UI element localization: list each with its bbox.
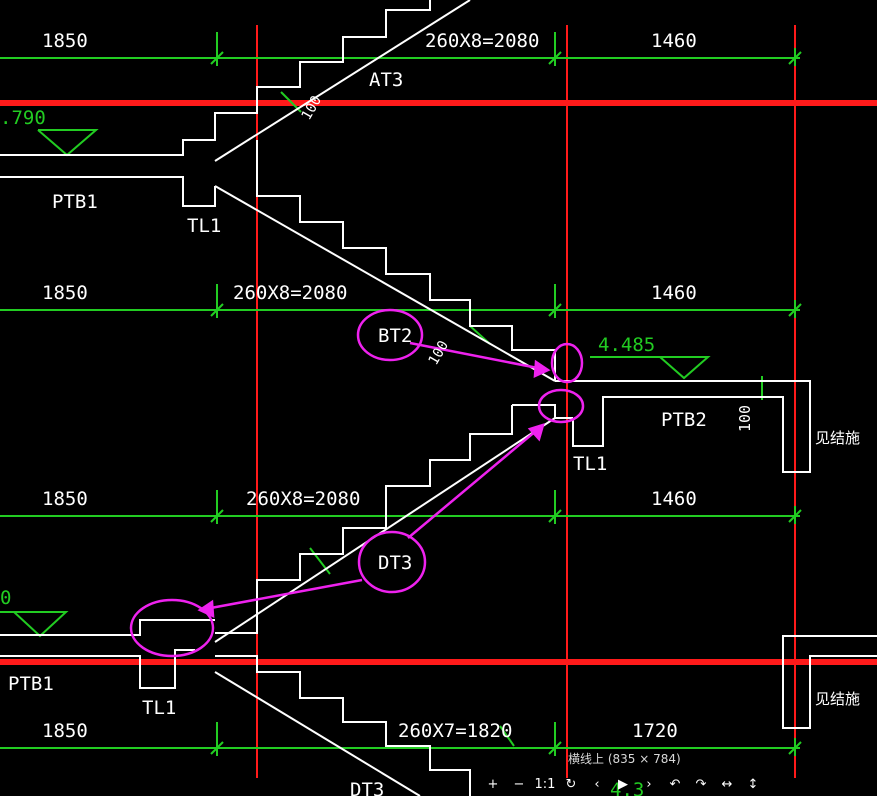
label-tl1-mid: TL1 — [573, 453, 607, 475]
thickness-text-a: 100 — [299, 93, 326, 123]
dim-text-4-3: 1720 — [632, 720, 678, 742]
actual-size-button[interactable]: 1:1 — [534, 776, 556, 792]
reset-button[interactable]: ↻ — [565, 776, 577, 792]
thickness-text-b: 100 — [426, 338, 453, 368]
axis-lines — [0, 25, 877, 778]
arrowhead-dt3-up — [527, 423, 545, 442]
dim-text-3-3: 1460 — [651, 488, 697, 510]
label-ptb1-bottom: PTB1 — [8, 673, 54, 695]
viewer-dimension-label: 横线上 (835 × 784) — [568, 752, 681, 766]
label-see-detail-2: 见结施 — [815, 690, 860, 708]
label-bt2: BT2 — [378, 325, 412, 347]
thickness-text-100: 100 — [736, 405, 754, 432]
dim-text-3-1: 1850 — [42, 488, 88, 510]
callout-bt2-circle — [356, 308, 424, 362]
dim-text-2-2: 260X8=2080 — [233, 282, 347, 304]
dim-text-2-3: 1460 — [651, 282, 697, 304]
dim-text-1-1: 1850 — [42, 30, 88, 52]
dim-text-4-1: 1850 — [42, 720, 88, 742]
arrowhead-bt2 — [533, 359, 551, 379]
elevation-labels: .790 4.485 0 4.3 — [0, 107, 655, 796]
arrow-dt3-left — [199, 578, 363, 612]
image-viewer-overlay: 横线上 (835 × 784) + − 1:1 ↻ ‹ ▶ › ↶ ↷ ↔ ↕ — [0, 746, 877, 796]
play-button[interactable]: ▶ — [618, 776, 628, 792]
label-dt3: DT3 — [378, 552, 412, 574]
next-button[interactable]: › — [646, 776, 652, 792]
dimension-lines — [0, 32, 802, 756]
dim-text-1-2: 260X8=2080 — [425, 30, 539, 52]
dim-text-2-1: 1850 — [42, 282, 88, 304]
arrow-bt2 — [409, 341, 549, 372]
label-tl1-top: TL1 — [187, 215, 221, 237]
zoom-out-button[interactable]: − — [513, 776, 525, 792]
previous-button[interactable]: ‹ — [594, 776, 600, 792]
label-ptb2: PTB2 — [661, 409, 707, 431]
label-tl1-bottom: TL1 — [142, 697, 176, 719]
elevation-left: 0 — [0, 587, 11, 609]
dim-text-3-2: 260X8=2080 — [246, 488, 360, 510]
rotate-right-button[interactable]: ↷ — [695, 776, 707, 792]
elevation-bottom: 4.3 — [610, 779, 644, 796]
flip-vertical-button[interactable]: ↕ — [747, 776, 759, 792]
callout-target-circle — [550, 342, 584, 384]
label-ptb1-top: PTB1 — [52, 191, 98, 213]
elevation-mid: 4.485 — [598, 334, 655, 356]
flip-horizontal-button[interactable]: ↔ — [721, 776, 733, 792]
elevation-top: .790 — [0, 107, 46, 129]
callout-dt3-circle — [357, 530, 427, 594]
callout-target-circle-2 — [537, 388, 585, 424]
arrowhead-dt3-left — [197, 599, 215, 619]
arrow-dt3-up — [407, 424, 544, 539]
zoom-in-button[interactable]: + — [487, 776, 499, 792]
label-see-detail-1: 见结施 — [815, 429, 860, 447]
dim-text-4-2: 260X7=1820 — [398, 720, 512, 742]
dim-text-1-3: 1460 — [651, 30, 697, 52]
label-at3: AT3 — [369, 69, 403, 91]
label-dt3-bottom: DT3 — [350, 779, 384, 796]
callout-ptb1-circle — [129, 598, 215, 658]
annotations — [129, 308, 585, 658]
rotate-left-button[interactable]: ↶ — [669, 776, 681, 792]
viewer-toolbar: + − 1:1 ↻ ‹ ▶ › ↶ ↷ ↔ ↕ — [482, 774, 764, 794]
text-labels: 1850 260X8=2080 1460 1850 260X8=2080 146… — [8, 30, 860, 796]
